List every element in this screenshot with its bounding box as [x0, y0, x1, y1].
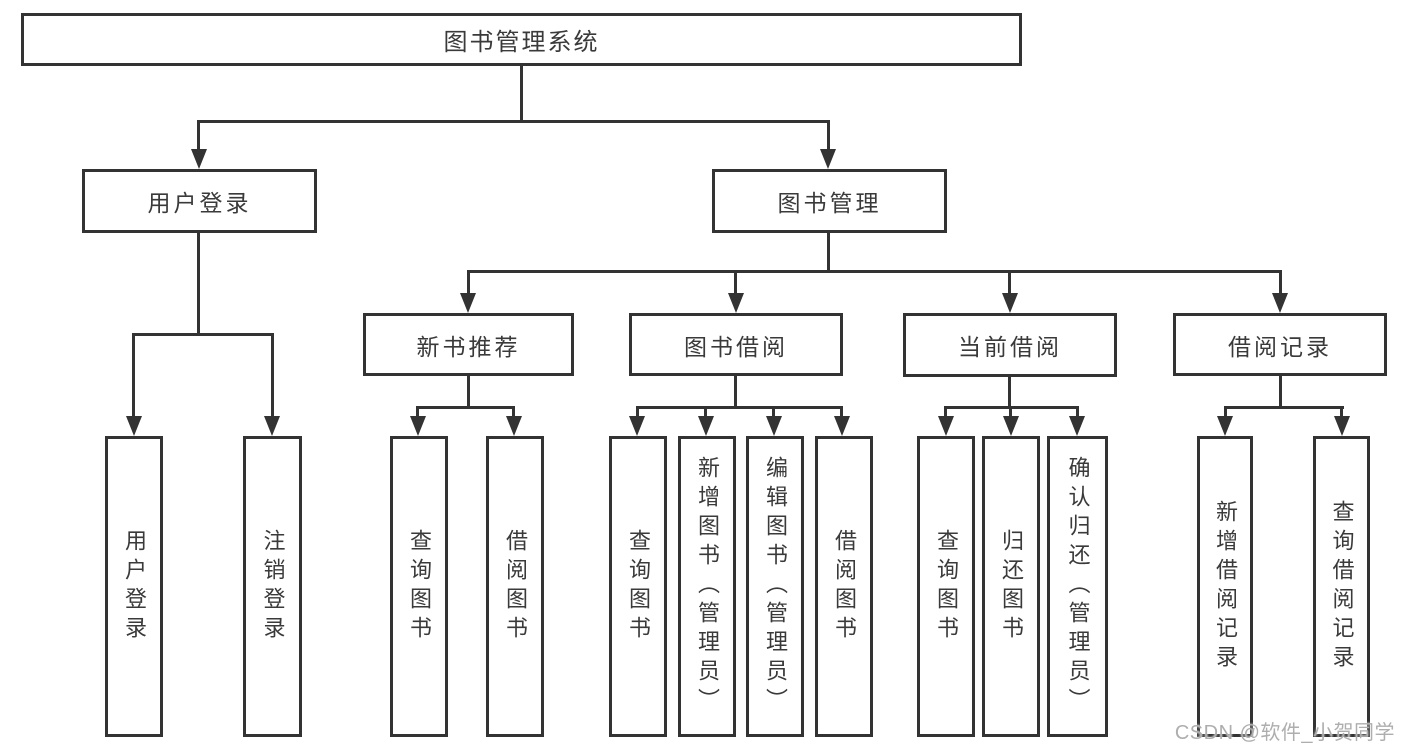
connector-to-current-borrow: [1008, 270, 1011, 296]
connector-mgmt-drop: [827, 231, 830, 273]
connector-newbooks-drop: [467, 374, 470, 408]
connector-root-drop: [520, 64, 523, 122]
node-root: 图书管理系统: [21, 13, 1022, 66]
leaf-label: 查询图书: [626, 528, 651, 645]
watermark: CSDN @软件_小贺同学: [1174, 722, 1395, 744]
leaf-label: 查询借阅记录: [1329, 499, 1355, 674]
connector-leaf: [1224, 406, 1227, 420]
leaf-current-return-books: 归还图书: [982, 436, 1040, 737]
leaf-label: 借阅图书: [832, 528, 857, 645]
connector-user-drop: [197, 231, 200, 335]
connector-leaf: [416, 406, 419, 420]
arrowhead: [264, 416, 280, 436]
connector-records-rail: [1224, 406, 1344, 409]
leaf-label: 新增借阅记录: [1213, 499, 1238, 674]
node-root-label: 图书管理系统: [443, 29, 600, 56]
arrowhead: [1272, 293, 1288, 313]
connector-leaf: [772, 406, 775, 420]
connector-leaf: [512, 406, 515, 420]
leaf-label: 查询图书: [934, 528, 959, 645]
arrowhead: [126, 416, 142, 436]
arrowhead: [820, 149, 836, 169]
leaf-current-confirm-return-admin: 确认归还（管理员）: [1047, 436, 1108, 737]
leaf-records-query-record: 查询借阅记录: [1313, 436, 1370, 737]
connector-to-user-login: [197, 120, 200, 152]
connector-current-drop: [1008, 375, 1011, 408]
connector-leaf: [1076, 406, 1079, 420]
connector-leaf: [704, 406, 707, 420]
arrowhead: [728, 293, 744, 313]
arrowhead: [191, 149, 207, 169]
arrowhead: [1334, 416, 1350, 436]
leaf-label: 注销登录: [260, 528, 286, 645]
arrowhead: [1217, 416, 1233, 436]
arrowhead: [1002, 293, 1018, 313]
connector-level1-rail: [197, 120, 830, 123]
connector-level3-rail: [467, 270, 1282, 273]
connector-newbooks-rail: [416, 406, 515, 409]
node-borrow-records-label: 借阅记录: [1228, 333, 1332, 360]
leaf-borrow-borrow-books: 借阅图书: [815, 436, 873, 737]
connector-to-borrow-records: [1279, 270, 1282, 296]
leaf-current-query-books: 查询图书: [917, 436, 975, 737]
leaf-newbooks-query-books: 查询图书: [390, 436, 448, 737]
connector-leaf: [1009, 406, 1012, 420]
node-current-borrow-label: 当前借阅: [958, 334, 1062, 360]
arrowhead: [460, 293, 476, 313]
leaf-borrow-add-books-admin: 新增图书（管理员）: [678, 436, 736, 737]
leaf-newbooks-borrow-books: 借阅图书: [486, 436, 544, 737]
connector-to-leaf-user-login: [132, 333, 135, 417]
connector-to-book-borrow: [734, 270, 737, 296]
leaf-label: 确认归还（管理员）: [1065, 456, 1091, 717]
arrowhead: [629, 416, 645, 436]
leaf-borrow-query-books: 查询图书: [609, 436, 667, 737]
arrowhead: [506, 416, 522, 436]
leaf-borrow-edit-books-admin: 编辑图书（管理员）: [746, 436, 804, 737]
node-book-borrow-label: 图书借阅: [684, 333, 788, 360]
leaf-logout: 注销登录: [243, 436, 302, 737]
connector-leaf: [840, 406, 843, 420]
arrowhead: [938, 416, 954, 436]
arrowhead: [1003, 416, 1019, 436]
node-borrow-records: 借阅记录: [1173, 313, 1387, 376]
connector-leaf: [944, 406, 947, 420]
leaf-label: 用户登录: [122, 528, 147, 645]
node-book-mgmt-label: 图书管理: [777, 190, 882, 216]
connector-leaf: [636, 406, 639, 420]
node-new-books: 新书推荐: [363, 313, 574, 376]
connector-to-book-mgmt: [827, 120, 830, 152]
arrowhead: [1069, 416, 1085, 436]
node-user-login: 用户登录: [82, 169, 317, 233]
connector-to-leaf-logout: [271, 333, 274, 417]
arrowhead: [834, 416, 850, 436]
node-book-mgmt: 图书管理: [712, 169, 947, 233]
connector-records-drop: [1279, 374, 1282, 408]
node-user-login-label: 用户登录: [147, 190, 252, 216]
leaf-label: 新增图书（管理员）: [695, 456, 720, 717]
leaf-label: 借阅图书: [503, 528, 528, 645]
connector-to-new-books: [467, 270, 470, 296]
arrowhead: [698, 416, 714, 436]
arrowhead: [410, 416, 426, 436]
connector-borrow-rail: [636, 406, 843, 409]
connector-borrow-drop: [734, 374, 737, 408]
arrowhead: [766, 416, 782, 436]
leaf-label: 归还图书: [999, 528, 1024, 645]
node-book-borrow: 图书借阅: [629, 313, 843, 376]
leaf-records-add-record: 新增借阅记录: [1197, 436, 1253, 737]
node-current-borrow: 当前借阅: [903, 313, 1117, 377]
node-new-books-label: 新书推荐: [416, 333, 521, 360]
connector-user-rail: [132, 333, 274, 336]
leaf-user-login: 用户登录: [105, 436, 163, 737]
connector-leaf: [1340, 406, 1343, 420]
leaf-label: 查询图书: [407, 528, 432, 645]
leaf-label: 编辑图书（管理员）: [763, 456, 788, 717]
